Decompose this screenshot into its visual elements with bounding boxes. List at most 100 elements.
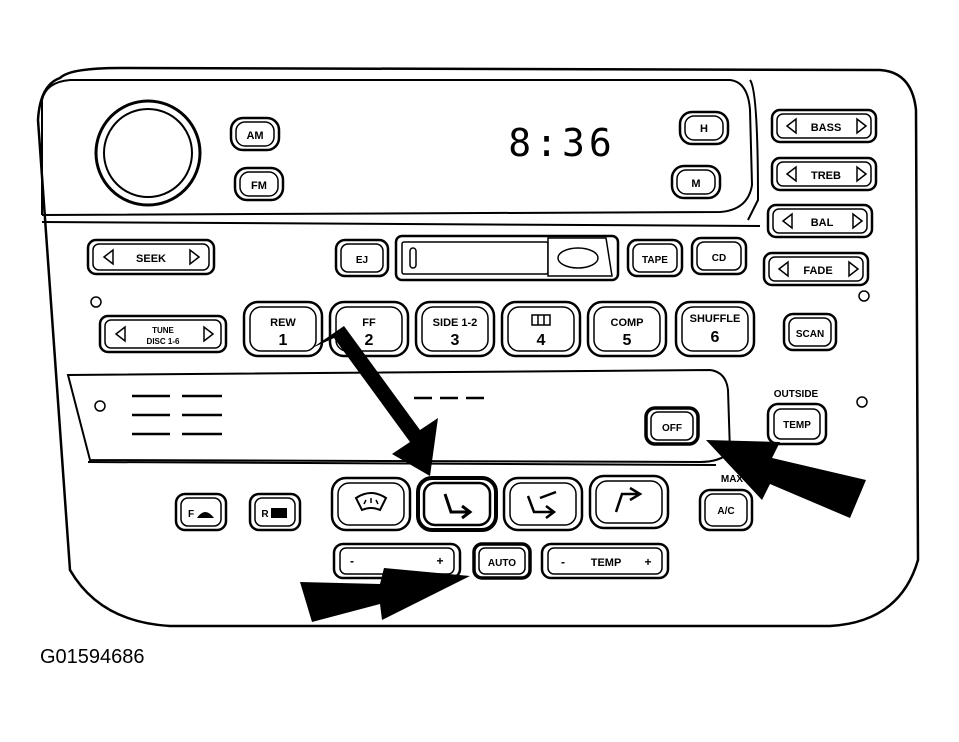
floor-airflow-icon [443, 493, 473, 520]
screw-icon [858, 290, 870, 302]
windshield-defrost-icon [354, 492, 388, 512]
tape-button[interactable]: TAPE [626, 238, 684, 278]
left-arrow-icon [102, 248, 114, 266]
bass-button[interactable]: BASS [770, 108, 878, 144]
preset-2-number: 2 [365, 332, 374, 349]
treb-button[interactable]: TREB [770, 156, 878, 192]
ac-label: A/C [717, 506, 734, 517]
preset-1-button[interactable]: REW 1 [242, 300, 324, 358]
preset-4-button[interactable]: 4 [500, 300, 582, 358]
preset-3-number: 3 [451, 332, 460, 349]
fade-button[interactable]: FADE [762, 251, 870, 287]
off-label: OFF [662, 423, 682, 434]
temp-slider-label: TEMP [591, 557, 622, 569]
figure-id-label: G01594686 [40, 646, 145, 668]
auto-label: AUTO [488, 558, 516, 569]
scan-button[interactable]: SCAN [782, 312, 838, 352]
bal-label: BAL [811, 217, 834, 229]
tape-direction-icon [531, 314, 551, 326]
floor-mode-button[interactable] [416, 476, 498, 532]
cassette-slot [394, 234, 620, 282]
clock-display: 8:36 [508, 121, 616, 165]
right-arrow-icon [852, 212, 864, 230]
preset-5-button[interactable]: COMP 5 [586, 300, 668, 358]
cd-label: CD [712, 253, 726, 264]
tune-label: TUNE [152, 326, 174, 335]
climate-display-segments [132, 394, 484, 436]
left-arrow-icon [777, 260, 789, 278]
callout-arrow-floor [312, 326, 438, 476]
eject-button[interactable]: EJ [334, 238, 390, 278]
fan-minus-label: - [350, 554, 354, 568]
left-arrow-icon [785, 117, 797, 135]
am-button[interactable]: AM [229, 116, 281, 152]
eject-label: EJ [356, 255, 368, 266]
radio-display-housing [41, 79, 754, 216]
am-label: AM [246, 130, 263, 142]
defrost-mode-button[interactable] [330, 476, 412, 532]
h-button[interactable]: H [678, 110, 730, 146]
cd-button[interactable]: CD [690, 236, 748, 276]
preset-3-button[interactable]: SIDE 1-2 3 [414, 300, 496, 358]
treb-label: TREB [811, 170, 841, 182]
preset-2-top-label: FF [362, 317, 376, 329]
callout-arrow-auto [300, 568, 470, 622]
preset-5-top-label: COMP [611, 317, 644, 329]
preset-6-number: 6 [711, 329, 720, 346]
screw-icon [856, 396, 868, 408]
front-defrost-letter: F [188, 509, 194, 520]
front-defrost-button[interactable]: F [174, 492, 228, 532]
display-edge [747, 79, 760, 221]
screw-icon [94, 400, 106, 412]
fm-button[interactable]: FM [233, 166, 285, 202]
m-label: M [691, 178, 700, 190]
bal-button[interactable]: BAL [766, 203, 874, 239]
auto-button[interactable]: AUTO [472, 542, 532, 580]
right-arrow-icon [856, 165, 868, 183]
screw-icon [90, 296, 102, 308]
scan-label: SCAN [796, 329, 824, 340]
max-label: MAX [721, 474, 744, 485]
volume-knob[interactable] [94, 99, 202, 207]
fade-label: FADE [803, 265, 832, 277]
panel-mode-button[interactable] [588, 474, 670, 530]
preset-6-top-label: SHUFFLE [690, 313, 741, 325]
disc-label: DISC 1-6 [147, 337, 180, 346]
left-arrow-icon [114, 325, 126, 343]
preset-1-top-label: REW [270, 317, 296, 329]
preset-6-button[interactable]: SHUFFLE 6 [674, 300, 756, 358]
rear-defrost-letter: R [261, 509, 269, 520]
rear-defrost-button[interactable]: R [248, 492, 302, 532]
ac-button[interactable]: A/C [698, 488, 754, 532]
seek-label: SEEK [136, 253, 166, 265]
preset-3-top-label: SIDE 1-2 [433, 317, 478, 329]
temperature-slider[interactable]: - TEMP + [540, 542, 670, 580]
preset-5-number: 5 [623, 332, 632, 349]
bilevel-airflow-icon [526, 490, 557, 519]
outside-temp-label: TEMP [783, 420, 811, 431]
outside-label: OUTSIDE [774, 389, 819, 400]
temp-minus-label: - [561, 555, 565, 569]
right-arrow-icon [848, 260, 860, 278]
rear-defrost-icon [271, 508, 287, 518]
climate-off-button[interactable]: OFF [644, 406, 700, 446]
left-arrow-icon [785, 165, 797, 183]
m-button[interactable]: M [670, 164, 722, 200]
outside-temp-button[interactable]: TEMP [766, 402, 828, 446]
fan-speed-slider[interactable]: - + [332, 542, 462, 580]
right-arrow-icon [189, 248, 201, 266]
left-arrow-icon [781, 212, 793, 230]
preset-1-number: 1 [279, 332, 288, 349]
tune-button[interactable]: TUNE DISC 1-6 [98, 314, 228, 354]
right-arrow-icon [203, 325, 215, 343]
bilevel-mode-button[interactable] [502, 476, 584, 532]
seek-button[interactable]: SEEK [86, 238, 216, 276]
callout-arrow-off [706, 440, 866, 518]
divider-line-2 [87, 461, 717, 466]
fm-label: FM [251, 180, 267, 192]
right-arrow-icon [856, 117, 868, 135]
tape-label: TAPE [642, 255, 668, 266]
h-label: H [700, 123, 708, 135]
bass-label: BASS [811, 122, 842, 134]
